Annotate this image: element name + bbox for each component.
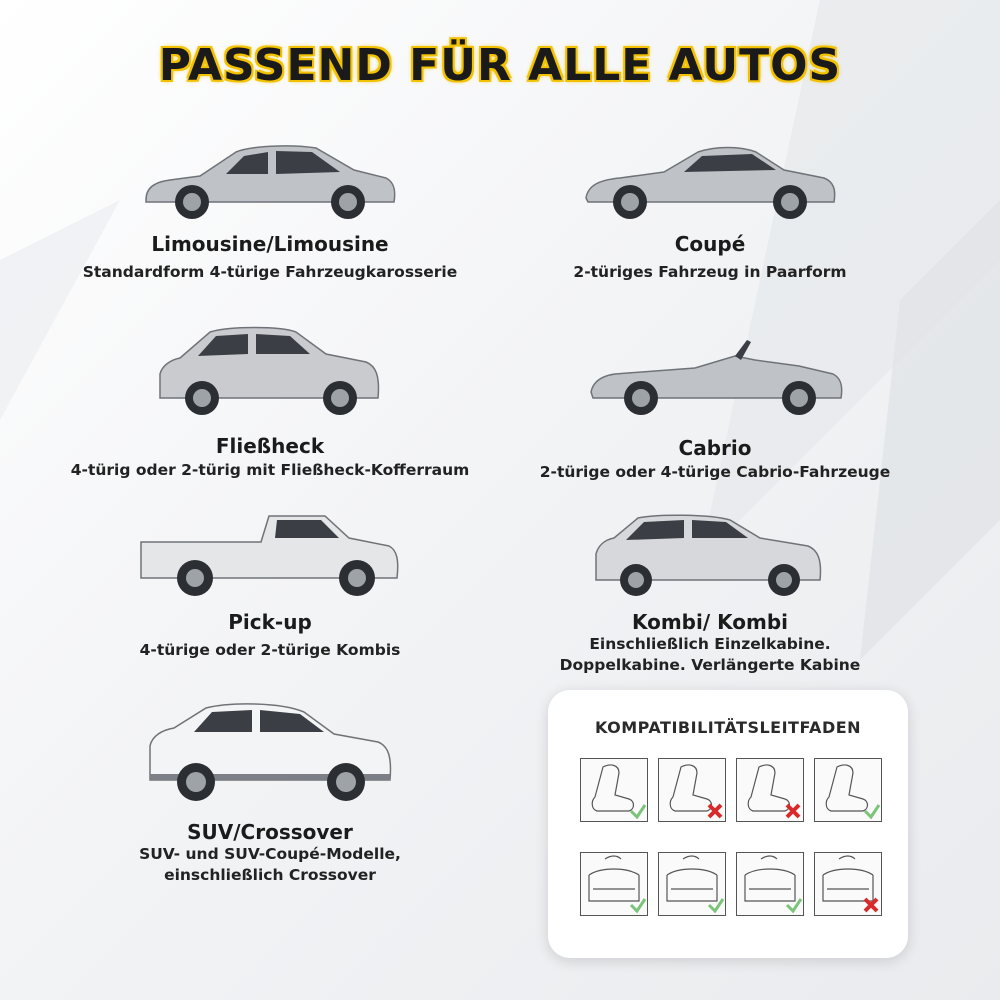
- rear-seat-cell: [814, 852, 882, 916]
- front-seat-cell: [658, 758, 726, 822]
- rear-seat-icon: [744, 855, 803, 914]
- car-item-estate: Kombi/ Kombi Einschließlich Einzelkabine…: [500, 510, 920, 676]
- cross-icon: [863, 897, 879, 913]
- car-name: SUV/Crossover: [187, 820, 353, 844]
- car-desc: 2-türige oder 4-türige Cabrio-Fahrzeuge: [539, 463, 891, 481]
- rear-seat-icon: [666, 855, 725, 914]
- car-desc: Doppelkabine. Verlängerte Kabine: [559, 656, 861, 674]
- cross-icon: [785, 803, 801, 819]
- car-name: Cabrio: [678, 436, 752, 460]
- rear-seat-cell: [658, 852, 726, 916]
- car-item-pickup: Pick-up 4-türige oder 2-türige Kombis: [40, 508, 500, 661]
- check-icon: [863, 804, 881, 820]
- cross-icon: [707, 803, 723, 819]
- car-item-sedan: Limousine/Limousine Standardform 4-türig…: [40, 140, 500, 283]
- check-icon: [629, 804, 647, 820]
- rear-seat-cell: [580, 852, 648, 916]
- front-seat-icon: [591, 764, 647, 820]
- page-title: PASSEND FÜR ALLE AUTOS: [158, 40, 842, 91]
- car-item-suv: SUV/Crossover SUV- und SUV-Coupé-Modelle…: [40, 700, 500, 886]
- compatibility-guide-card: KOMPATIBILITÄTSLEITFADEN: [548, 690, 908, 958]
- suv-car-icon: [149, 703, 392, 801]
- estate-car-icon: [595, 514, 822, 596]
- car-name: Coupé: [674, 232, 746, 256]
- convertible-car-icon: [590, 340, 843, 415]
- car-name: Fließheck: [215, 434, 325, 458]
- front-seat-cell: [814, 758, 882, 822]
- car-desc: Standardform 4-türige Fahrzeugkarosserie: [82, 263, 458, 281]
- car-name: Limousine/Limousine: [151, 232, 389, 256]
- car-item-convertible: Cabrio 2-türige oder 4-türige Cabrio-Fah…: [500, 330, 930, 483]
- front-seat-icon: [825, 764, 881, 820]
- car-desc: 4-türige oder 2-türige Kombis: [139, 641, 401, 659]
- rear-seat-icon: [822, 855, 879, 913]
- coupe-car-icon: [585, 146, 836, 219]
- front-seat-icon: [669, 764, 723, 819]
- car-desc: Einschließlich Einzelkabine.: [589, 635, 831, 653]
- car-desc: SUV- und SUV-Coupé-Modelle,: [139, 845, 401, 863]
- check-icon: [707, 898, 725, 914]
- front-seat-cell: [736, 758, 804, 822]
- rear-seat-cell: [736, 852, 804, 916]
- car-item-hatchback: Fließheck 4-türig oder 2-türig mit Fließ…: [20, 322, 520, 481]
- car-desc: 2-türiges Fahrzeug in Paarform: [573, 263, 847, 281]
- hatchback-car-icon: [159, 326, 380, 415]
- front-seat-icon: [747, 764, 801, 819]
- sedan-car-icon: [145, 145, 396, 219]
- rear-seat-icon: [588, 855, 647, 914]
- car-name: Pick-up: [228, 610, 312, 634]
- check-icon: [629, 898, 647, 914]
- pickup-truck-icon: [140, 515, 399, 596]
- front-seat-cell: [580, 758, 648, 822]
- check-icon: [785, 898, 803, 914]
- car-item-coupe: Coupé 2-türiges Fahrzeug in Paarform: [500, 140, 920, 283]
- car-desc: einschließlich Crossover: [164, 866, 376, 884]
- car-desc: 4-türig oder 2-türig mit Fließheck-Koffe…: [70, 461, 470, 479]
- car-name: Kombi/ Kombi: [631, 610, 789, 634]
- guide-title: KOMPATIBILITÄTSLEITFADEN: [594, 718, 862, 737]
